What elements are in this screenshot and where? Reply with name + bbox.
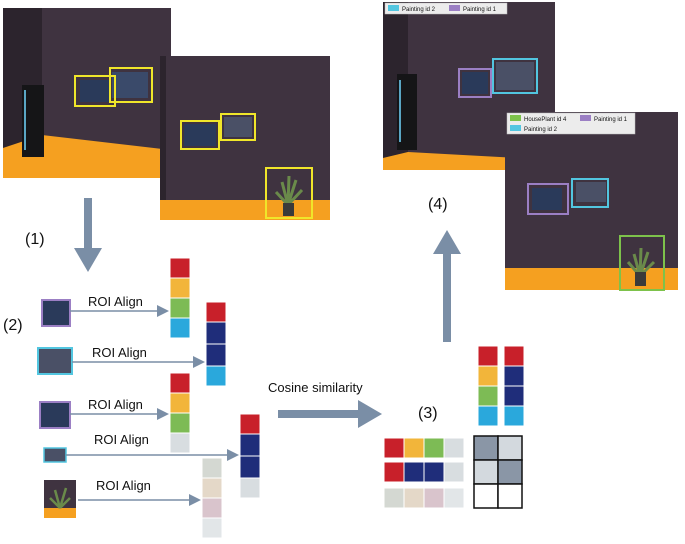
step-label-4: (4) [428,196,448,213]
row-vector-2 [383,461,465,483]
column-vector-1 [477,345,499,427]
roi-crop-2 [37,347,73,375]
step-label-2: (2) [3,317,23,334]
track-box-painting-id1 [458,68,492,98]
track-box-painting-id2 [571,178,609,208]
roi-crop-3 [39,401,71,429]
detection-box [220,113,256,141]
arrow-up [433,230,461,342]
roi-crop-1 [41,299,71,327]
roi-align-label: ROI Align [88,294,143,309]
track-box-painting-id2 [492,58,538,94]
houseplant-icon [274,175,304,216]
output-frame-bottom: HousePlant id 4 Painting id 1 Painting i… [505,112,678,291]
legend-bottom: HousePlant id 4 Painting id 1 Painting i… [506,112,636,135]
legend-label: Painting id 2 [402,7,436,13]
feature-vector-5 [201,457,223,539]
roi-align-label: ROI Align [96,478,151,493]
legend-top: Painting id 2 Painting id 1 [384,2,508,15]
feature-vector-4 [239,413,261,499]
track-box-plant-id4 [619,235,665,291]
feature-vector-3 [169,372,191,454]
step-label-1: (1) [25,231,45,248]
detection-box [180,120,220,150]
cosine-similarity-label: Cosine similarity [268,380,363,395]
roi-align-label: ROI Align [92,345,147,360]
input-frame-a [3,8,171,178]
row-vector-3 [383,487,465,509]
detection-box [109,67,153,103]
row-vector-1 [383,437,465,459]
similarity-matrix [473,435,523,509]
input-frame-b [160,56,330,220]
feature-vector-1 [169,257,191,339]
legend-label: Painting id 1 [463,7,497,13]
column-vector-2 [503,345,525,427]
detection-box [265,167,313,219]
roi-crop-4 [43,447,67,463]
detection-box [74,75,116,107]
roi-align-label: ROI Align [88,397,143,412]
legend-label: Painting id 1 [594,117,628,123]
step-label-3: (3) [418,405,438,422]
roi-crop-5 [44,480,76,518]
legend-label: Painting id 2 [524,127,558,133]
arrow-down [74,198,102,272]
feature-vector-2 [205,301,227,387]
roi-align-label: ROI Align [94,432,149,447]
houseplant-icon [626,247,656,286]
arrow-right [278,400,382,428]
legend-label: HousePlant id 4 [524,117,567,123]
track-box-painting-id1 [527,183,569,215]
